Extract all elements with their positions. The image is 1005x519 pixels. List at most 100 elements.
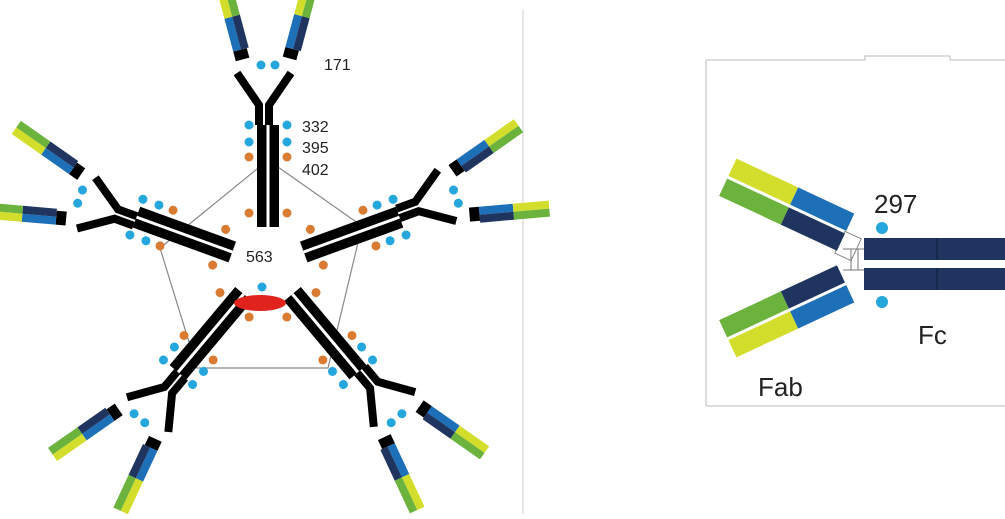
fab-chains — [11, 120, 86, 180]
light-var — [120, 478, 144, 515]
fab-hinge — [92, 175, 139, 220]
heavy-const — [293, 16, 310, 52]
glycan-dot — [368, 355, 378, 365]
glycan-dot — [244, 208, 254, 218]
site-label-402: 402 — [302, 162, 329, 179]
fab-right — [48, 369, 181, 462]
glycan-dot — [282, 120, 292, 130]
heavy-ch1 — [468, 206, 481, 222]
heavy-const-lower — [780, 265, 845, 309]
light-const — [41, 148, 74, 175]
glycan-dot — [221, 224, 231, 234]
light-const-upper — [790, 187, 855, 231]
light-const — [478, 203, 514, 215]
glycan-dot — [357, 342, 367, 352]
glycan-label-297: 297 — [874, 189, 917, 219]
glycan-dot-171 — [256, 60, 266, 70]
heavy-ch1 — [106, 403, 123, 421]
heavy-ch1 — [233, 47, 250, 62]
fab-label: Fab — [758, 372, 803, 402]
fc-stalk-gap — [303, 215, 401, 254]
j-chain-glycan — [257, 282, 267, 292]
glycan-dot — [154, 200, 164, 210]
light-const — [387, 443, 410, 478]
pentamer-arm-3 — [282, 287, 490, 514]
fab-left — [215, 0, 263, 125]
glycan-dot — [347, 331, 357, 341]
fab-arm-lower — [719, 265, 855, 358]
light-const — [21, 213, 57, 225]
fab-hinge — [398, 207, 458, 225]
heavy-var — [48, 427, 83, 455]
glycan-dot — [208, 260, 218, 270]
fab-pair — [0, 120, 139, 233]
heavy-var — [16, 120, 51, 149]
glycan-dot — [138, 194, 148, 204]
glycan-297-upper — [876, 222, 888, 234]
fab-right — [265, 0, 319, 125]
glycan-dot — [358, 205, 368, 215]
heavy-ch1 — [377, 434, 395, 450]
glycan-dot-171 — [453, 198, 463, 208]
light-var — [0, 210, 23, 222]
glycan-dot — [244, 137, 254, 147]
pentamer-arm-4 — [48, 287, 254, 515]
light-var-upper — [728, 158, 799, 205]
pentamer-arm-5 — [0, 120, 237, 270]
light-const — [285, 14, 302, 50]
heavy-const — [380, 446, 402, 481]
fc-stalk-gap — [135, 215, 233, 254]
fab-chains — [415, 400, 490, 460]
fab-left — [113, 375, 188, 515]
fc-stalk-gap — [291, 293, 360, 374]
light-const-lower — [790, 285, 855, 329]
glycan-dot — [388, 194, 398, 204]
light-var — [294, 0, 312, 17]
glycan-dot — [244, 120, 254, 130]
center-label-563: 563 — [246, 249, 273, 266]
fc-label: Fc — [918, 320, 947, 350]
glycan-dot — [208, 355, 218, 365]
hinge-region — [843, 248, 864, 271]
site-label-332: 332 — [302, 119, 329, 136]
light-const — [82, 414, 115, 441]
light-var-lower — [728, 311, 799, 358]
fab-hinge — [75, 214, 135, 233]
glycan-dot — [244, 312, 254, 322]
fab-hinge — [395, 167, 442, 213]
heavy-const — [422, 412, 456, 439]
glycan-dot-171 — [73, 198, 83, 208]
fc-stalk-gap — [266, 125, 270, 227]
heavy-var-lower — [719, 291, 789, 338]
fab-right — [398, 200, 550, 225]
heavy-var — [0, 202, 24, 214]
light-const — [135, 447, 158, 482]
glycan-dot-171 — [449, 185, 459, 195]
heavy-const — [22, 205, 57, 217]
fab-chains — [48, 403, 123, 462]
fc-heavy-lower — [864, 268, 1005, 290]
site-label-395: 395 — [302, 140, 329, 157]
fc-stalk-gap — [176, 293, 245, 374]
glycan-dot — [372, 200, 382, 210]
glycan-dot — [318, 260, 328, 270]
glycan-dot — [179, 331, 189, 341]
fab-chains — [113, 435, 162, 515]
fc-heavy-upper — [864, 238, 1005, 260]
fab-hinge — [164, 375, 188, 433]
glycan-dot — [155, 241, 165, 251]
heavy-ch1 — [144, 435, 162, 451]
fab-arm-upper — [719, 158, 862, 262]
glycan-dot — [385, 236, 395, 246]
igm-pentamer: 171 332 395 402 563 — [0, 0, 550, 515]
glycan-dot — [125, 230, 135, 240]
fab-hinge — [125, 369, 181, 402]
fab-hinge — [354, 370, 378, 428]
heavy-const — [128, 444, 151, 479]
light-var — [52, 433, 87, 462]
fab-chains — [282, 0, 319, 61]
frame-top — [706, 55, 1005, 61]
glycan-dot — [244, 152, 254, 162]
